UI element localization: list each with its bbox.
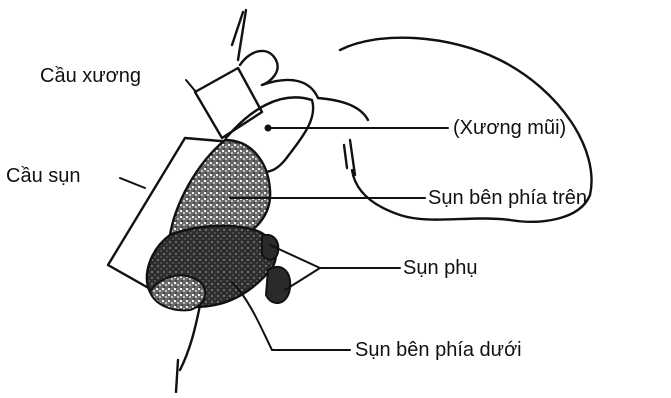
accessory-cartilage-2	[266, 267, 290, 303]
leader-sun-ben-duoi	[232, 282, 350, 350]
leader-xuong-mui-dot	[266, 126, 271, 131]
bony-bridge-bracket	[195, 68, 262, 138]
label-cau-sun: Cầu sụn	[6, 166, 81, 186]
leader-cau-sun	[120, 178, 145, 188]
label-xuong-mui: (Xương mũi)	[453, 118, 566, 138]
orbit-line-2	[344, 145, 347, 168]
label-sun-phu: Sụn phụ	[403, 258, 478, 278]
lip-line	[176, 360, 178, 392]
label-sun-ben-duoi: Sụn bên phía dưới	[355, 340, 522, 360]
leader-cau-xuong	[186, 80, 196, 92]
leader-sun-phu-1	[270, 245, 320, 268]
label-cau-xuong: Cầu xương	[40, 66, 141, 86]
label-sun-ben-tren: Sụn bên phía trên	[428, 188, 587, 208]
philtrum-line	[180, 305, 200, 370]
